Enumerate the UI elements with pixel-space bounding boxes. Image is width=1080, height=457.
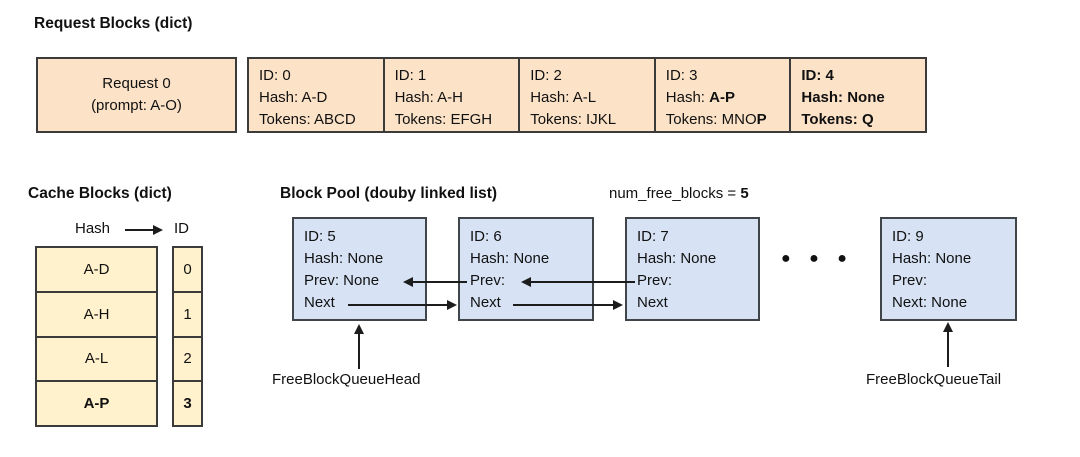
prev-arrow-7-to-6-line	[530, 281, 635, 283]
queue-tail-arrow-head	[943, 322, 953, 332]
block-id: ID: 2	[530, 67, 562, 84]
prev-arrow-6-to-5-line	[412, 281, 467, 283]
node-id: ID: 7	[637, 228, 669, 245]
node-hash: Hash: None	[470, 250, 550, 267]
queue-tail-label: FreeBlockQueueTail	[866, 371, 1002, 388]
queue-head-arrow-line	[358, 333, 360, 369]
cache-hash-a-p: A-P	[37, 380, 156, 425]
hash-to-id-arrow-line	[125, 229, 153, 231]
request-block-table: ID: 0 Hash: A-D Tokens: ABCD ID: 1 Hash:…	[247, 57, 927, 133]
request-block-cell-2: ID: 2 Hash: A-L Tokens: IJKL	[520, 59, 656, 131]
request-block-cell-3: ID: 3 Hash: A-P Tokens: MNOP	[656, 59, 792, 131]
next-arrow-6-to-7-line	[513, 304, 614, 306]
node-next: Next	[304, 294, 335, 311]
block-tokens: Tokens: EFGH	[394, 111, 493, 128]
request-blocks-heading: Request Blocks (dict)	[34, 15, 193, 32]
node-next: Next	[637, 294, 668, 311]
prev-arrow-7-to-6-head	[521, 277, 531, 287]
block-hash: Hash: None	[801, 89, 885, 106]
request-0-prompt: (prompt: A-O)	[91, 97, 182, 114]
prev-arrow-6-to-5-head	[403, 277, 413, 287]
block-tokens: Tokens: IJKL	[530, 111, 617, 128]
cache-id-header: ID	[174, 220, 189, 237]
block-hash: Hash: A-H	[394, 89, 463, 106]
block-hash: Hash: A-P	[665, 89, 735, 106]
cache-hash-column: A-D A-H A-L A-P	[35, 246, 158, 427]
node-hash: Hash: None	[304, 250, 384, 267]
cache-hash-a-d: A-D	[83, 260, 110, 278]
cache-id-column: 0 1 2 3	[172, 246, 203, 427]
node-hash: Hash: None	[637, 250, 717, 267]
block-tokens: Tokens: ABCD	[259, 111, 356, 128]
block-hash: Hash: A-L	[530, 89, 597, 106]
node-prev: Prev:	[892, 272, 928, 289]
node-next: Next: None	[892, 294, 968, 311]
cache-hash-a-l: A-L	[37, 335, 156, 381]
node-id: ID: 9	[892, 228, 924, 245]
ellipsis-dots-icon: ● ● ●	[781, 250, 847, 267]
queue-tail-arrow-line	[947, 331, 949, 367]
block-id: ID: 0	[259, 67, 291, 84]
block-id: ID: 1	[394, 67, 427, 84]
queue-head-label: FreeBlockQueueHead	[272, 371, 421, 388]
num-free-blocks-counter: num_free_blocks = 5	[609, 185, 749, 202]
request-block-cell-4: ID: 4 Hash: None Tokens: Q	[791, 59, 925, 131]
node-hash: Hash: None	[892, 250, 972, 267]
node-prev: Prev:	[470, 272, 506, 289]
block-pool-heading: Block Pool (douby linked list)	[280, 185, 498, 202]
node-id: ID: 5	[304, 228, 336, 245]
cache-hash-header: Hash	[75, 220, 111, 237]
request-0-box: Request 0 (prompt: A-O)	[36, 57, 237, 133]
pool-node-7: ID: 7 Hash: None Prev: Next	[625, 217, 760, 321]
cache-blocks-heading: Cache Blocks (dict)	[28, 185, 172, 202]
cache-id-0: 0	[183, 260, 192, 278]
pool-node-6: ID: 6 Hash: None Prev: Next	[458, 217, 594, 321]
request-block-cell-0: ID: 0 Hash: A-D Tokens: ABCD	[249, 59, 385, 131]
cache-id-3: 3	[174, 380, 201, 425]
next-arrow-5-to-6-head	[447, 300, 457, 310]
hash-to-id-arrow-head	[153, 225, 163, 235]
block-id: ID: 3	[665, 67, 698, 84]
cache-id-2: 2	[174, 335, 201, 381]
node-id: ID: 6	[470, 228, 502, 245]
block-tokens: Tokens: MNOP	[665, 111, 767, 128]
block-id: ID: 4	[801, 67, 834, 84]
next-arrow-5-to-6-line	[348, 304, 448, 306]
request-block-cell-1: ID: 1 Hash: A-H Tokens: EFGH	[385, 59, 521, 131]
cache-id-1: 1	[174, 290, 201, 336]
node-prev: Prev:	[637, 272, 673, 289]
node-next: Next	[470, 294, 501, 311]
pool-node-9: ID: 9 Hash: None Prev: Next: None	[880, 217, 1017, 321]
request-0-title: Request 0	[102, 75, 171, 92]
next-arrow-6-to-7-head	[613, 300, 623, 310]
cache-hash-a-h: A-H	[37, 290, 156, 336]
queue-head-arrow-head	[354, 324, 364, 334]
pool-node-5: ID: 5 Hash: None Prev: None Next	[292, 217, 427, 321]
block-tokens: Tokens: Q	[801, 111, 874, 128]
block-hash: Hash: A-D	[259, 89, 328, 106]
node-prev: Prev: None	[304, 272, 380, 289]
